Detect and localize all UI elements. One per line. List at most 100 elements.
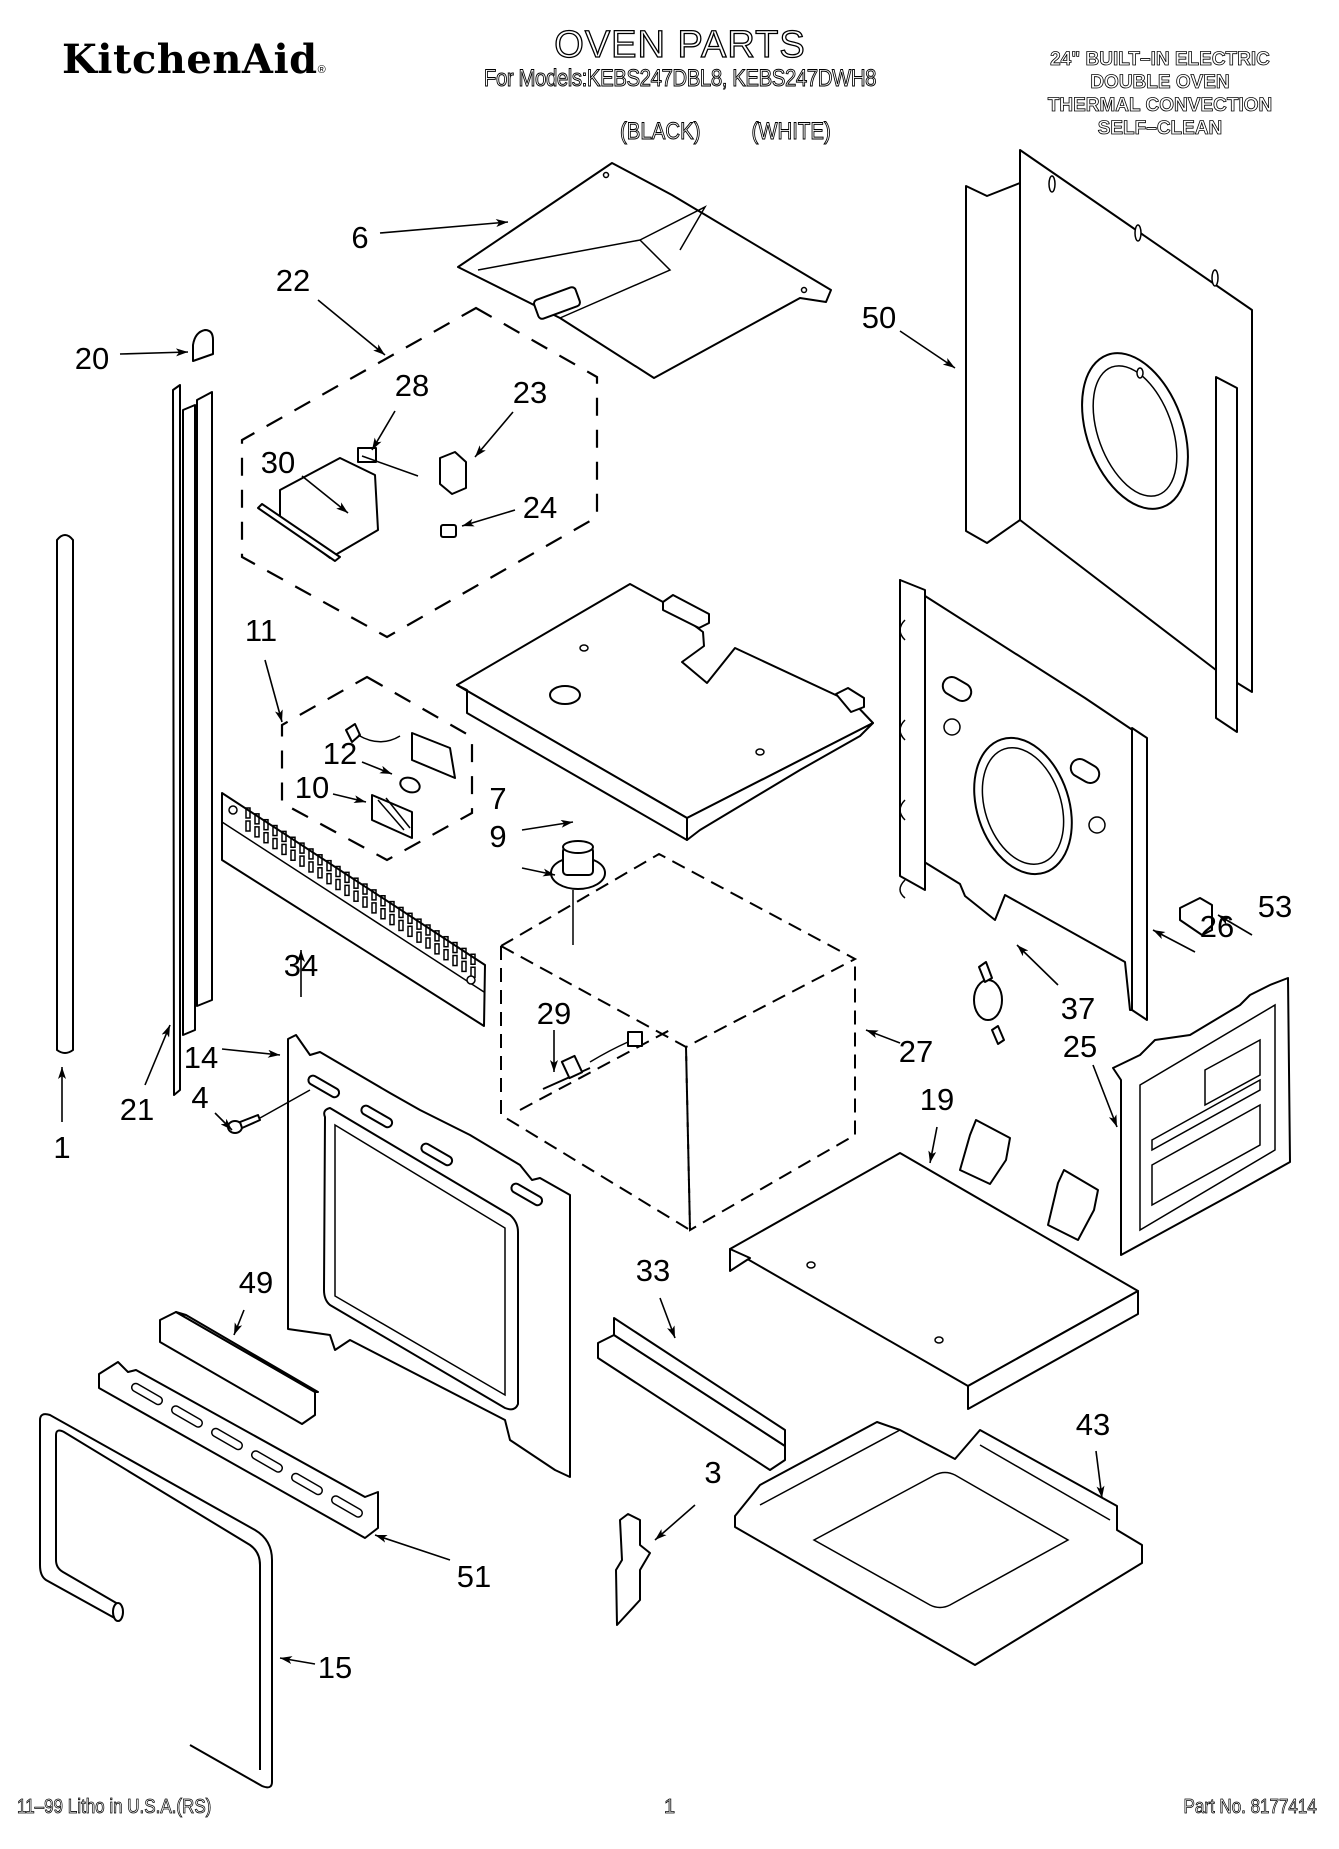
leader-24	[461, 509, 516, 527]
callout-10: 10	[295, 770, 329, 805]
color-variants: (BLACK) (WHITE)	[620, 118, 882, 146]
callout-19: 19	[920, 1082, 954, 1117]
description-line: SELF–CLEAN	[1097, 118, 1223, 140]
part-19-bottom-panel	[729, 1119, 1139, 1410]
leader-20	[119, 348, 189, 357]
model-numbers: For Models:KEBS247DBL8, KEBS247DWH8	[483, 65, 877, 92]
leader-11	[264, 659, 283, 723]
leader-23	[474, 411, 514, 458]
leader-15	[279, 1656, 316, 1665]
grille-slot	[335, 878, 341, 891]
leader-4	[214, 1112, 233, 1131]
part-26-convection-back-panel	[899, 579, 1148, 1021]
color-black: (BLACK)	[620, 118, 701, 146]
callout-24: 24	[523, 490, 557, 525]
trim-slot	[170, 1405, 204, 1428]
leader-12	[361, 761, 393, 775]
grille-slot	[317, 867, 323, 879]
grille-slot	[335, 865, 341, 878]
grille-slot	[371, 889, 377, 901]
grille-slot	[245, 820, 251, 832]
grille-slot	[290, 849, 296, 861]
callout-26: 26	[1200, 909, 1234, 944]
part-21-side-trim	[172, 384, 213, 1096]
part-number: Part No. 8177414	[1183, 1796, 1317, 1819]
callout-6: 6	[351, 220, 368, 255]
grille-slot	[407, 925, 413, 938]
part-37-thermal-fuse	[973, 961, 1005, 1045]
leader-43	[1095, 1450, 1105, 1499]
trim-slot	[330, 1495, 364, 1518]
part-49-lower-channel	[159, 1311, 319, 1425]
callout-7: 7	[489, 781, 506, 816]
grille-slot	[272, 837, 278, 850]
part-15-door-gasket	[39, 1413, 273, 1789]
part-9-fan-motor	[550, 840, 606, 945]
callout-14: 14	[184, 1040, 218, 1075]
part-51-vent-trim	[98, 1361, 379, 1539]
grille-slot	[344, 871, 350, 884]
callout-12: 12	[323, 736, 357, 771]
part-34-vent-grille	[221, 792, 486, 1027]
leader-50	[899, 330, 956, 369]
grille-slot	[434, 930, 440, 942]
part-33-support-rail	[597, 1317, 786, 1471]
grille-slot	[425, 924, 431, 936]
leader-22	[317, 299, 386, 356]
grille-slot	[416, 931, 422, 943]
grille-slot	[461, 960, 467, 973]
grille-slot	[308, 848, 314, 860]
page-number: 1	[664, 1796, 676, 1819]
page-title: OVEN PARTS	[554, 23, 806, 66]
callout-37: 37	[1061, 991, 1095, 1026]
leader-14	[221, 1048, 281, 1058]
grille-slot	[380, 895, 386, 907]
leader-19	[928, 1126, 938, 1164]
grille-slot	[308, 861, 314, 873]
leader-33	[659, 1297, 676, 1339]
callout-20: 20	[75, 341, 109, 376]
grille-slot	[299, 855, 305, 867]
leader-10	[332, 793, 367, 804]
grille-slot	[398, 919, 404, 932]
trim-slot	[130, 1382, 164, 1406]
grille-slot	[461, 947, 467, 960]
grille-slot	[416, 918, 422, 930]
trim-slot	[250, 1450, 284, 1473]
leader-9	[521, 867, 556, 877]
callout-labels: 1 3 4 6 7 9 10 11 12 14 15 19 20 21 22 2…	[53, 220, 1292, 1685]
grille-slot	[443, 935, 449, 948]
grille-slot	[317, 854, 323, 866]
leader-30	[301, 475, 349, 514]
description-line: DOUBLE OVEN	[1090, 72, 1230, 94]
part-50-convection-cover	[965, 149, 1253, 733]
leader-37	[1016, 944, 1059, 986]
callout-9: 9	[489, 819, 506, 854]
callout-15: 15	[318, 1650, 352, 1685]
grille-slot	[398, 906, 404, 919]
grille-slot	[299, 842, 305, 854]
callout-43: 43	[1076, 1407, 1110, 1442]
part-43-bottom-tray	[734, 1421, 1143, 1666]
grille-slot	[434, 943, 440, 955]
callout-3: 3	[704, 1455, 721, 1490]
callout-leaders	[58, 219, 1253, 1665]
callout-21: 21	[120, 1092, 154, 1127]
callout-50: 50	[862, 300, 896, 335]
leader-49	[233, 1309, 245, 1336]
grille-slot	[281, 830, 287, 843]
description-line: 24" BUILT–IN ELECTRIC	[1050, 49, 1271, 71]
color-white: (WHITE)	[751, 118, 831, 146]
leader-53	[1217, 914, 1253, 936]
grille-slot	[353, 890, 359, 902]
callout-49: 49	[239, 1265, 273, 1300]
callout-23: 23	[513, 375, 547, 410]
grille-slot	[389, 900, 395, 913]
grille-slot	[362, 883, 368, 895]
grille-slot	[272, 824, 278, 837]
callout-30: 30	[261, 445, 295, 480]
product-description: 24" BUILT–IN ELECTRIC DOUBLE OVEN THERMA…	[1020, 48, 1300, 140]
leader-3	[654, 1504, 696, 1541]
leader-26	[1152, 929, 1196, 953]
leader-25	[1092, 1064, 1118, 1128]
